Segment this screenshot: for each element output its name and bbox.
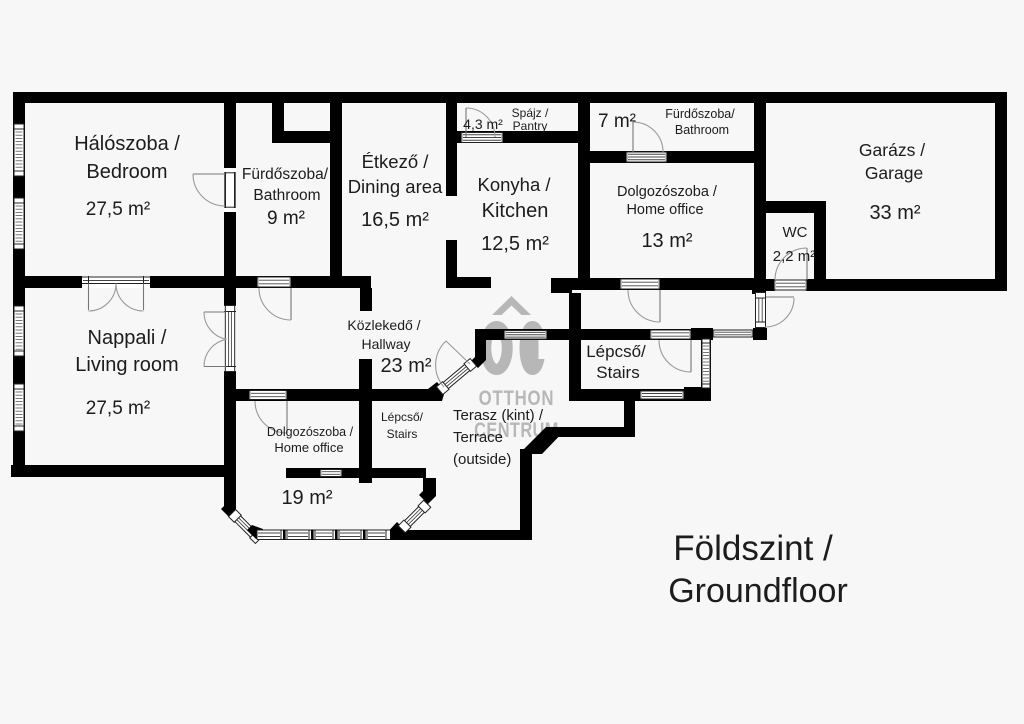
- svg-text:Dolgozószoba /: Dolgozószoba /: [617, 184, 718, 200]
- svg-text:Garázs /: Garázs /: [859, 140, 925, 160]
- svg-text:Bathroom: Bathroom: [253, 187, 320, 204]
- svg-text:Étkező /: Étkező /: [362, 151, 430, 172]
- svg-text:Dining area: Dining area: [348, 176, 443, 197]
- svg-text:Home office: Home office: [626, 202, 703, 218]
- svg-text:Dolgozószoba /: Dolgozószoba /: [267, 425, 354, 439]
- svg-text:WC: WC: [783, 224, 808, 241]
- svg-text:27,5 m²: 27,5 m²: [86, 199, 150, 220]
- svg-text:Konyha /: Konyha /: [477, 174, 551, 195]
- svg-text:Kitchen: Kitchen: [482, 200, 549, 222]
- svg-text:Terasz (kint) /: Terasz (kint) /: [453, 407, 544, 424]
- svg-text:Stairs: Stairs: [387, 427, 418, 441]
- svg-text:Földszint /: Földszint /: [673, 529, 833, 568]
- svg-text:OTTHON: OTTHON: [479, 387, 555, 410]
- svg-text:2,2 m²: 2,2 m²: [773, 248, 816, 265]
- svg-text:Hallway: Hallway: [361, 336, 410, 352]
- svg-text:33 m²: 33 m²: [869, 202, 920, 224]
- svg-text:9 m²: 9 m²: [267, 208, 305, 229]
- svg-text:Garage: Garage: [865, 163, 923, 183]
- svg-text:Stairs: Stairs: [596, 363, 639, 382]
- svg-text:Bedroom: Bedroom: [86, 161, 167, 183]
- svg-text:Terrace: Terrace: [453, 429, 503, 446]
- svg-text:Lépcső/: Lépcső/: [586, 342, 646, 361]
- svg-text:Nappali /: Nappali /: [88, 327, 167, 349]
- svg-text:7 m²: 7 m²: [598, 111, 636, 132]
- svg-text:(outside): (outside): [453, 451, 511, 468]
- svg-text:Hálószoba /: Hálószoba /: [74, 133, 180, 155]
- svg-text:Spájz /: Spájz /: [512, 106, 549, 120]
- svg-text:Pantry: Pantry: [513, 119, 548, 133]
- svg-text:CENTRUM: CENTRUM: [474, 418, 559, 441]
- svg-text:27,5 m²: 27,5 m²: [86, 398, 150, 419]
- svg-text:Lépcső/: Lépcső/: [381, 410, 424, 424]
- svg-text:13 m²: 13 m²: [641, 230, 692, 252]
- svg-text:4,3 m²: 4,3 m²: [463, 116, 503, 132]
- svg-text:Fürdőszoba/: Fürdőszoba/: [665, 107, 735, 121]
- svg-text:19 m²: 19 m²: [281, 487, 332, 509]
- svg-text:Fürdőszoba/: Fürdőszoba/: [242, 166, 329, 183]
- svg-text:Bathroom: Bathroom: [675, 123, 729, 137]
- svg-text:12,5 m²: 12,5 m²: [481, 233, 549, 255]
- svg-text:Közlekedő /: Közlekedő /: [347, 317, 420, 333]
- svg-text:Living room: Living room: [75, 354, 178, 376]
- svg-text:23 m²: 23 m²: [380, 355, 431, 377]
- svg-text:16,5 m²: 16,5 m²: [361, 209, 429, 231]
- svg-text:Groundfloor: Groundfloor: [668, 572, 848, 610]
- svg-text:Home office: Home office: [274, 440, 343, 455]
